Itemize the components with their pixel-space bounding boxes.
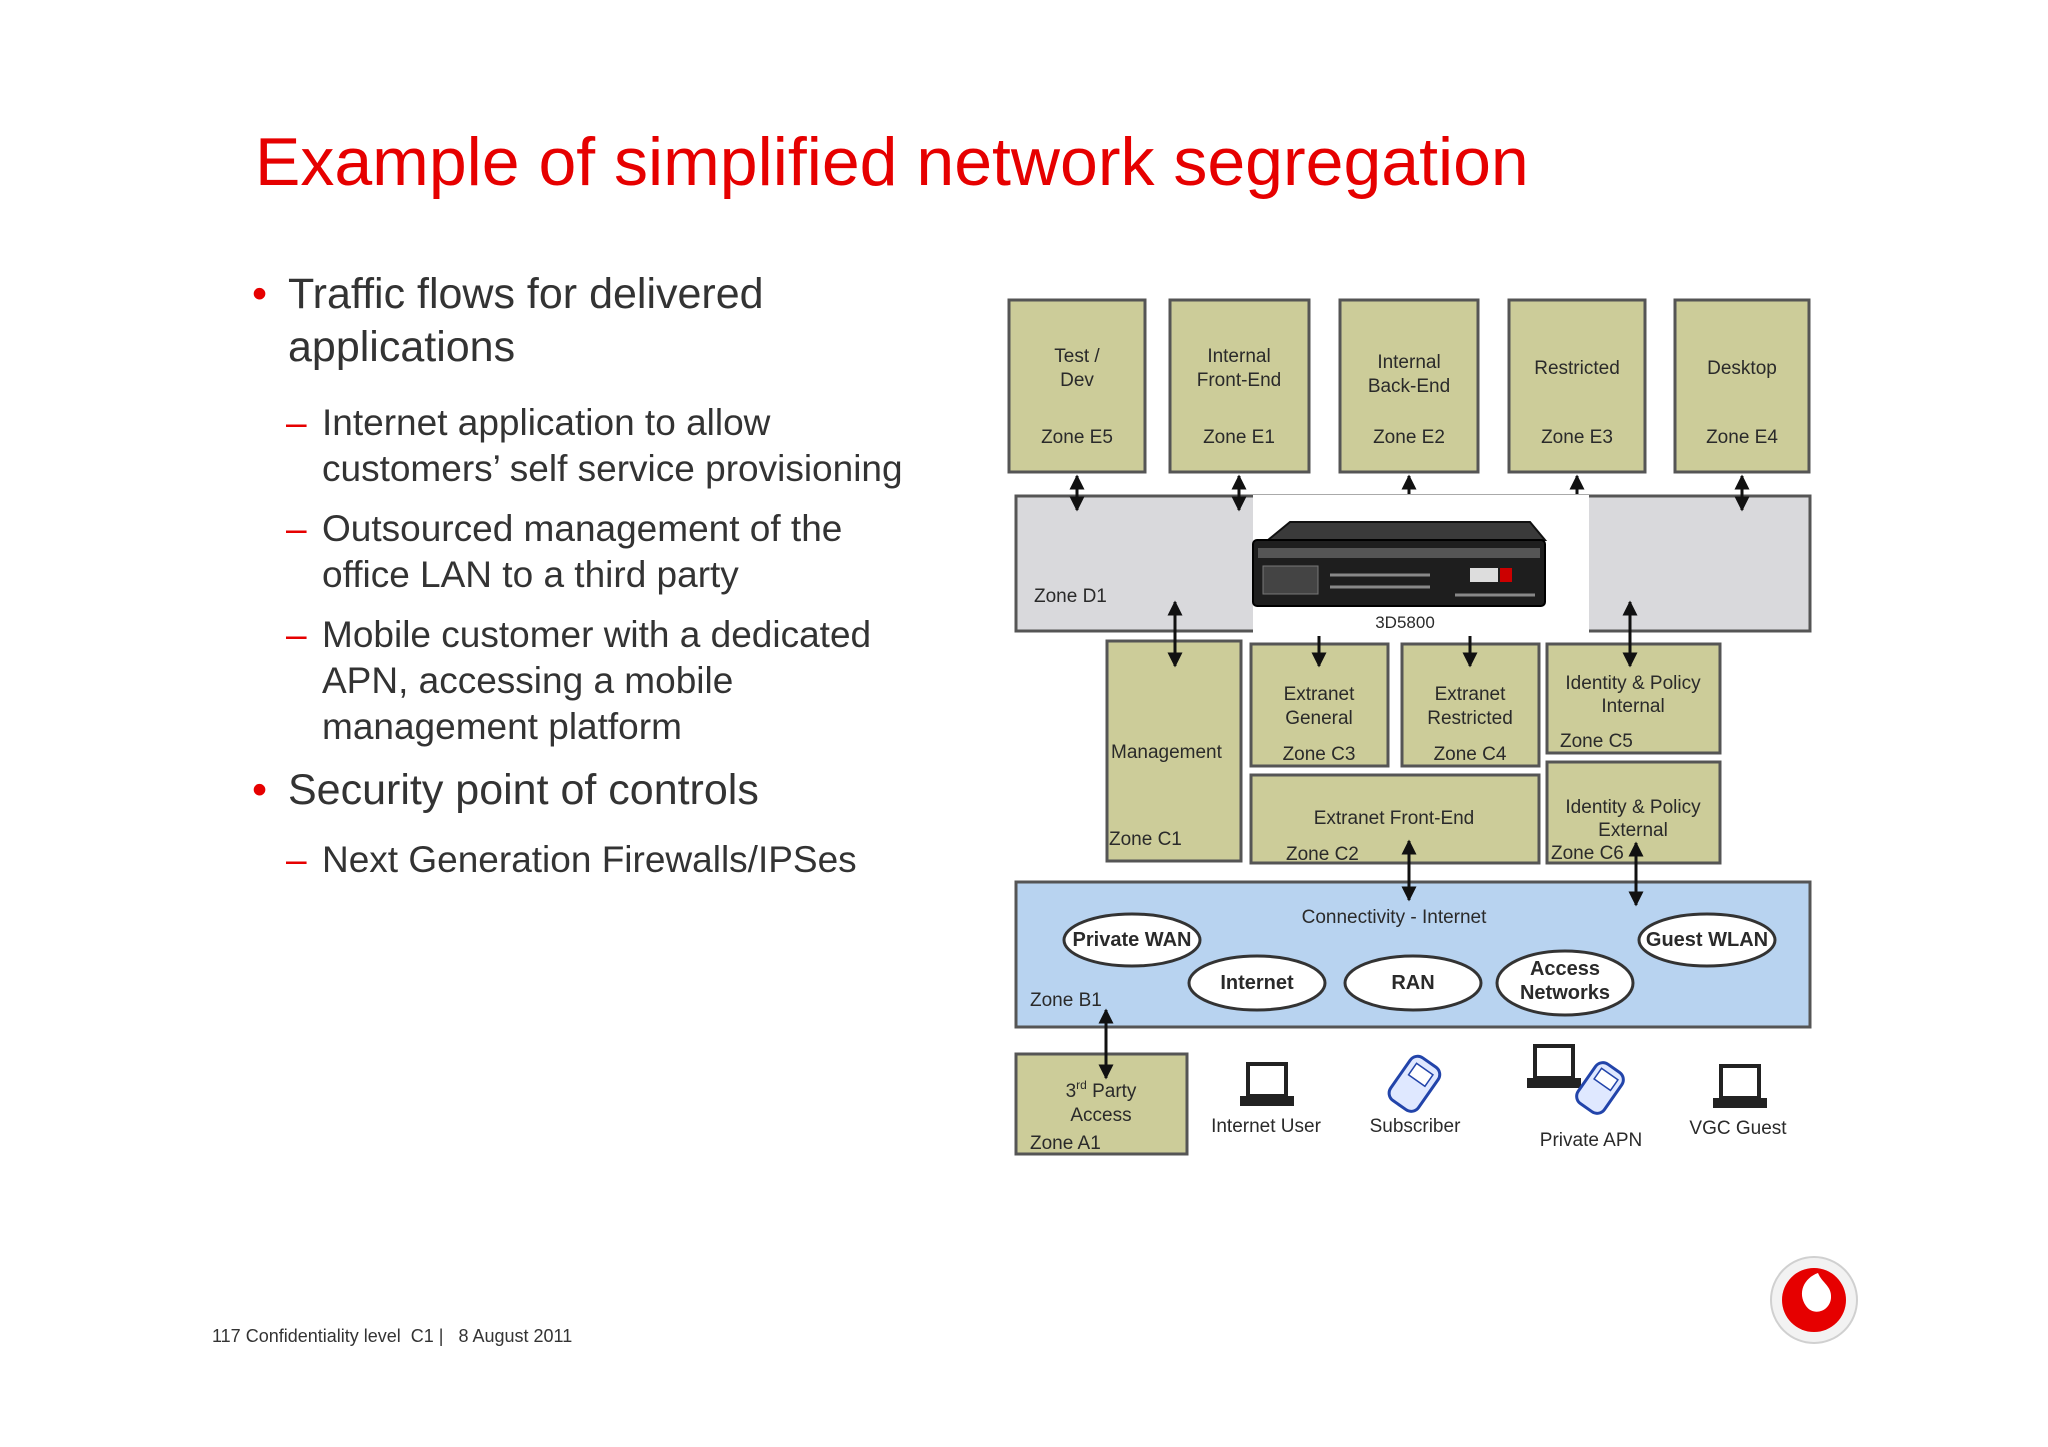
- zone-e2-internal-back-end: Internal Back-End Zone E2: [1338, 298, 1480, 474]
- zone-e4-desktop: Desktop Zone E4: [1673, 298, 1811, 474]
- zone-c5-identity-internal: Identity & Policy Internal Zone C5: [1545, 642, 1722, 755]
- bullet-traffic-flows: • Traffic flows for delivered applicatio…: [252, 268, 952, 374]
- svg-text:Zone C2: Zone C2: [1286, 844, 1359, 865]
- endpoint-subscriber: Subscriber: [1370, 1116, 1461, 1137]
- sub-bullet-line: management platform: [322, 706, 682, 747]
- svg-text:Zone D1: Zone D1: [1034, 586, 1107, 607]
- sub-bullet-line: Internet application to allow: [322, 402, 771, 443]
- diagram-arrows: [1069, 474, 1750, 1080]
- svg-text:Zone C5: Zone C5: [1560, 731, 1633, 752]
- svg-text:Private WAN: Private WAN: [1073, 929, 1192, 951]
- svg-text:Restricted: Restricted: [1534, 358, 1620, 379]
- svg-text:Identity & Policy: Identity & Policy: [1565, 673, 1701, 694]
- cloud-internet: Internet: [1187, 954, 1327, 1012]
- bullet-line: applications: [288, 323, 516, 371]
- footer-text: 117 Confidentiality level C1 | 8 August …: [212, 1326, 573, 1346]
- sub-bullet-line: APN, accessing a mobile: [322, 660, 734, 701]
- svg-text:Networks: Networks: [1520, 982, 1610, 1004]
- sub-bullet-line: Next Generation Firewalls/IPSes: [322, 839, 857, 880]
- svg-text:Identity & Policy: Identity & Policy: [1565, 797, 1701, 818]
- sub-bullet-dash: –: [286, 614, 307, 655]
- slide-title: Example of simplified network segregatio…: [255, 124, 1529, 200]
- endpoint-private-apn: Private APN: [1540, 1130, 1642, 1151]
- svg-text:Connectivity - Internet: Connectivity - Internet: [1302, 907, 1488, 928]
- svg-text:Access: Access: [1530, 958, 1600, 980]
- sub-bullet-internet-app: – Internet application to allow customer…: [252, 400, 952, 492]
- sub-bullet-ngfw: – Next Generation Firewalls/IPSes: [252, 837, 952, 883]
- svg-text:3rd Party: 3rd Party: [1066, 1078, 1137, 1102]
- svg-text:Guest WLAN: Guest WLAN: [1646, 929, 1768, 951]
- svg-text:Zone A1: Zone A1: [1030, 1133, 1101, 1154]
- svg-text:Desktop: Desktop: [1707, 358, 1777, 379]
- svg-text:Zone E4: Zone E4: [1706, 427, 1778, 448]
- zone-c1-management: Management Zone C1: [1105, 639, 1243, 863]
- svg-text:General: General: [1285, 708, 1353, 729]
- zone-e3-restricted: Restricted Zone E3: [1507, 298, 1647, 474]
- endpoint-internet-user: Internet User: [1211, 1116, 1321, 1137]
- svg-text:Zone C1: Zone C1: [1109, 829, 1182, 850]
- zone-c6-identity-external: Identity & Policy External Zone C6: [1545, 760, 1722, 865]
- vodafone-logo: [1770, 1256, 1858, 1344]
- sub-bullet-mobile-customer: – Mobile customer with a dedicated APN, …: [252, 612, 952, 750]
- sub-bullet-line: Mobile customer with a dedicated: [322, 614, 872, 655]
- zone-c2-extranet-front-end: Extranet Front-End Zone C2: [1249, 773, 1541, 865]
- sub-bullet-line: customers’ self service provisioning: [322, 448, 903, 489]
- svg-text:RAN: RAN: [1391, 972, 1434, 994]
- endpoint-vgc-guest: VGC Guest: [1689, 1118, 1787, 1139]
- bullet-list: • Traffic flows for delivered applicatio…: [252, 268, 952, 883]
- svg-text:Dev: Dev: [1060, 370, 1094, 391]
- laptop-icon: [1713, 1064, 1767, 1108]
- cloud-access-networks: Access Networks: [1495, 949, 1635, 1017]
- svg-text:Zone C6: Zone C6: [1551, 843, 1624, 864]
- svg-text:Access: Access: [1070, 1105, 1131, 1126]
- svg-text:External: External: [1598, 820, 1668, 841]
- bullet-line: Security point of controls: [288, 766, 759, 814]
- svg-text:Front-End: Front-End: [1197, 370, 1281, 391]
- phone-icon: [1387, 1054, 1442, 1113]
- bullet-security-controls: • Security point of controls: [252, 764, 952, 817]
- firewall-device-icon: [1252, 521, 1548, 607]
- svg-text:Restricted: Restricted: [1427, 708, 1513, 729]
- sub-bullet-line: Outsourced management of the: [322, 508, 843, 549]
- svg-text:Zone C4: Zone C4: [1434, 744, 1507, 765]
- bullet-dot: •: [252, 766, 268, 814]
- svg-text:Extranet: Extranet: [1435, 684, 1506, 705]
- svg-text:Zone E5: Zone E5: [1041, 427, 1113, 448]
- svg-text:Internal: Internal: [1207, 346, 1270, 367]
- svg-text:Zone C3: Zone C3: [1283, 744, 1356, 765]
- svg-text:Internal: Internal: [1601, 696, 1664, 717]
- svg-text:Extranet: Extranet: [1284, 684, 1355, 705]
- laptop-icon: [1527, 1044, 1581, 1088]
- svg-text:Zone E2: Zone E2: [1373, 427, 1445, 448]
- svg-text:Zone E1: Zone E1: [1203, 427, 1275, 448]
- cloud-guest-wlan: Guest WLAN: [1637, 912, 1777, 968]
- cloud-ran: RAN: [1343, 954, 1483, 1012]
- zone-a1-third-party-access: 3rd Party Access Zone A1: [1014, 1052, 1189, 1156]
- svg-text:Management: Management: [1111, 742, 1223, 763]
- sub-bullet-dash: –: [286, 402, 307, 443]
- sub-bullet-dash: –: [286, 839, 307, 880]
- cloud-private-wan: Private WAN: [1062, 912, 1202, 968]
- bullet-line: Traffic flows for delivered: [288, 270, 764, 318]
- sub-bullet-dash: –: [286, 508, 307, 549]
- zone-e5-test-dev: Test / Dev Zone E5: [1007, 298, 1147, 474]
- phone-icon: [1575, 1061, 1625, 1115]
- svg-text:Extranet Front-End: Extranet Front-End: [1314, 808, 1475, 829]
- svg-text:Internet: Internet: [1220, 972, 1294, 994]
- device-label: 3D5800: [1375, 613, 1435, 632]
- sub-bullet-outsourced-mgmt: – Outsourced management of the office LA…: [252, 506, 952, 598]
- bullet-dot: •: [252, 270, 268, 318]
- zone-e1-internal-front-end: Internal Front-End Zone E1: [1168, 298, 1311, 474]
- svg-text:Back-End: Back-End: [1368, 376, 1450, 397]
- svg-text:Zone B1: Zone B1: [1030, 990, 1102, 1011]
- svg-text:Internal: Internal: [1377, 352, 1440, 373]
- sub-bullet-line: office LAN to a third party: [322, 554, 739, 595]
- svg-text:Zone E3: Zone E3: [1541, 427, 1613, 448]
- svg-text:Test /: Test /: [1054, 346, 1100, 367]
- laptop-icon: [1240, 1062, 1294, 1106]
